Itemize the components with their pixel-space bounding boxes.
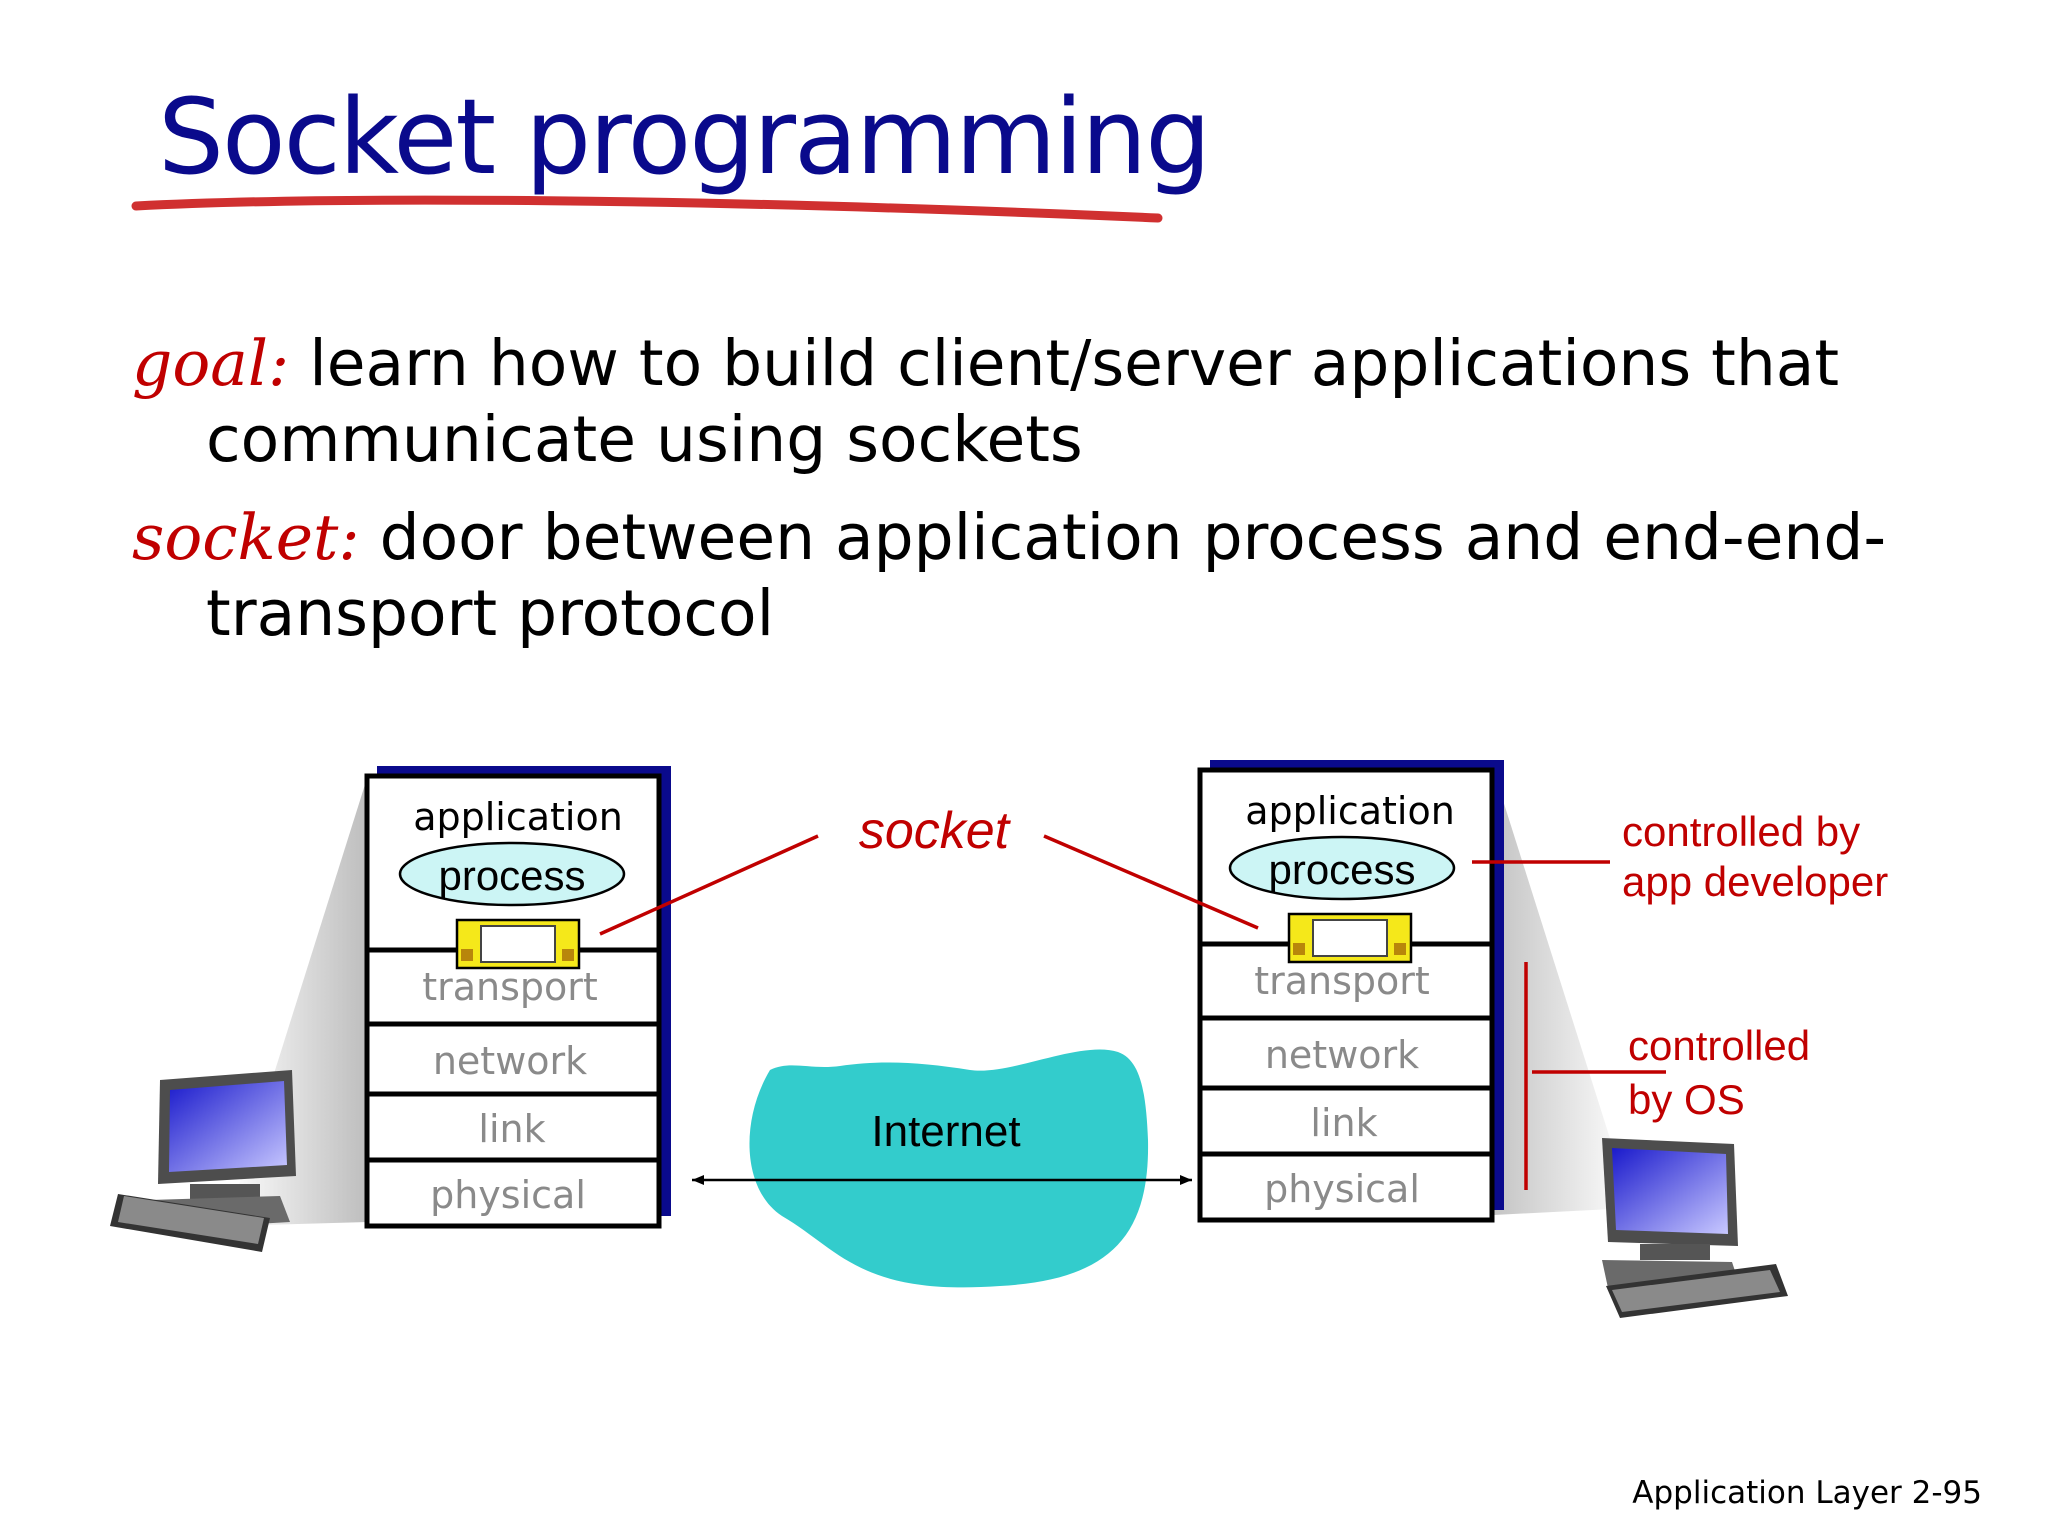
right-process-oval xyxy=(1228,835,1456,901)
internet-label: Internet xyxy=(871,1107,1020,1156)
bullet-socket-continuation: transport protocol xyxy=(206,577,775,650)
bullet-socket-term: socket: xyxy=(132,501,360,574)
app-developer-label-line1: controlled by xyxy=(1622,808,1860,855)
left-layer-network: network xyxy=(433,1039,587,1083)
left-layer-physical: physical xyxy=(430,1173,586,1217)
right-process-label: process xyxy=(1268,846,1415,893)
socket-label: socket xyxy=(859,802,1012,860)
bullet-goal-term: goal: xyxy=(132,327,290,400)
bullet-goal-text: learn how to build client/server applica… xyxy=(289,327,1840,400)
left-layer-link: link xyxy=(478,1107,545,1151)
socket-pointer-left xyxy=(599,834,819,936)
left-socket-icon xyxy=(455,918,581,970)
right-socket-icon xyxy=(1287,912,1413,964)
right-layer-link: link xyxy=(1310,1101,1377,1145)
left-layer-transport: transport xyxy=(422,965,598,1009)
right-layer-network: network xyxy=(1265,1033,1419,1077)
slide-footer: Application Layer 2-95 xyxy=(1632,1475,1982,1511)
title-underline xyxy=(131,195,1163,223)
right-layer-transport: transport xyxy=(1254,959,1430,1003)
os-label-line2: by OS xyxy=(1628,1076,1745,1123)
right-host-beam xyxy=(1494,772,1632,1215)
left-application-label: application xyxy=(413,795,623,839)
right-application-label: application xyxy=(1245,789,1455,833)
os-label-line1: controlled xyxy=(1628,1022,1810,1069)
left-process-label: process xyxy=(438,852,585,899)
socket-pointer-right xyxy=(1043,834,1259,930)
right-computer-icon xyxy=(1602,1138,1788,1318)
slide-title: Socket programming xyxy=(158,76,1211,198)
bullet-goal-continuation: communicate using sockets xyxy=(206,403,1083,476)
bullet-socket-text: door between application process and end… xyxy=(359,501,1887,574)
left-computer-icon xyxy=(110,1070,296,1252)
app-developer-label-line2: app developer xyxy=(1622,858,1888,905)
bullet-socket: socket: door between application process… xyxy=(132,500,1886,576)
bullet-goal: goal: learn how to build client/server a… xyxy=(132,326,1839,402)
left-process-oval xyxy=(398,841,626,907)
internet-cloud xyxy=(749,1049,1149,1288)
right-layer-physical: physical xyxy=(1264,1167,1420,1211)
